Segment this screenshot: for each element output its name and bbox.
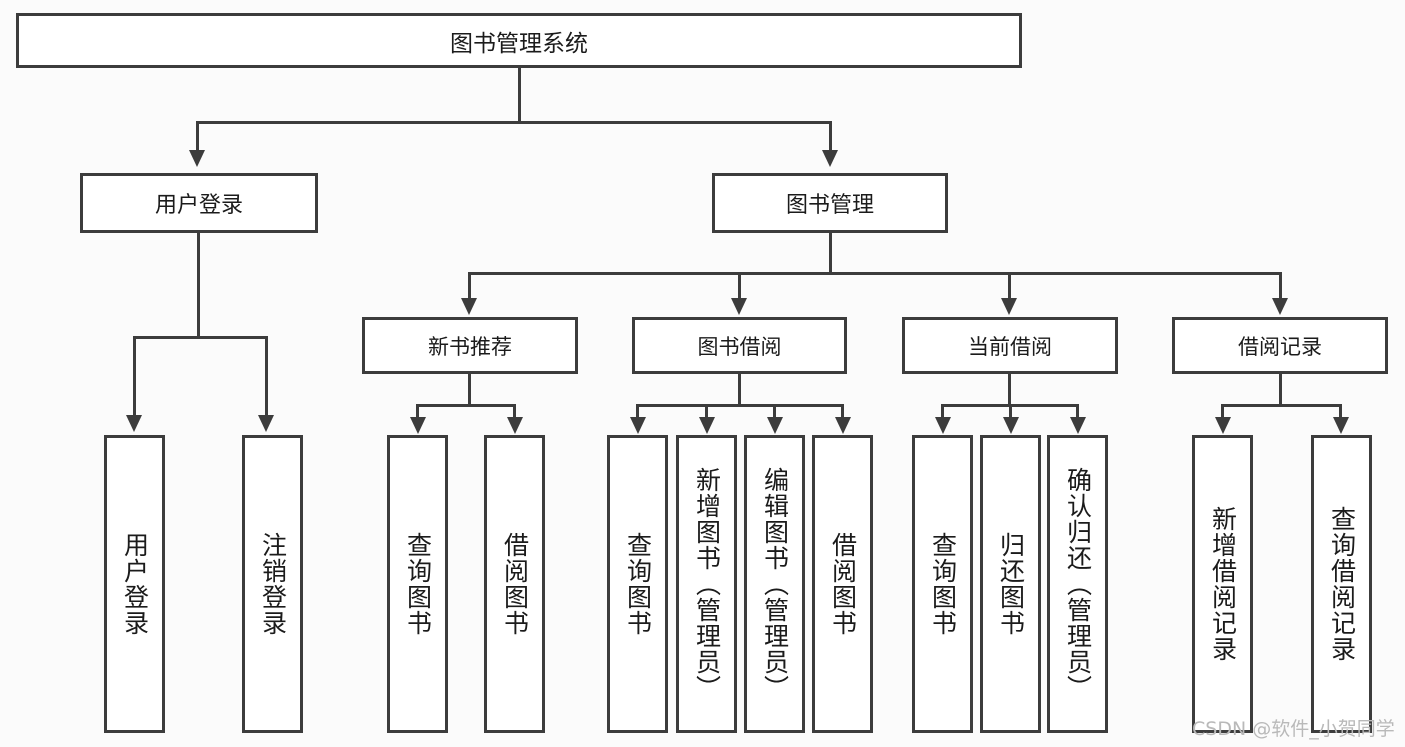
leaf-query-book-cb[interactable]: 查询图书 — [912, 435, 973, 733]
connector-bb-stem — [738, 374, 741, 405]
connector-cb-to-leaf-2 — [1009, 404, 1012, 418]
node-root-book-management-system[interactable]: 图书管理系统 — [16, 13, 1022, 68]
leaf-label: 新增图书（管理员） — [692, 467, 722, 701]
connector-cb-to-leaf-3 — [1076, 404, 1079, 418]
connector-user-login-bar — [133, 336, 268, 339]
leaf-label: 归还图书 — [996, 532, 1026, 636]
arrowhead-cb-leaf-3 — [1070, 417, 1086, 434]
arrowhead-bb-leaf-4 — [835, 417, 851, 434]
arrowhead-book-management — [822, 150, 838, 167]
connector-user-login-to-leaf-1 — [133, 336, 136, 416]
connector-br-stem — [1279, 374, 1282, 405]
connector-bm-to-new-book — [468, 272, 471, 299]
leaf-label: 用户登录 — [120, 532, 150, 636]
connector-cb-stem — [1008, 374, 1011, 405]
arrowhead-br-leaf-2 — [1333, 417, 1349, 434]
node-book-borrow[interactable]: 图书借阅 — [632, 317, 847, 374]
leaf-logout[interactable]: 注销登录 — [242, 435, 303, 733]
connector-root-to-book-management — [829, 121, 832, 151]
arrowhead-new-book-recommend — [461, 298, 477, 315]
leaf-label: 查询图书 — [403, 532, 433, 636]
leaf-return-book[interactable]: 归还图书 — [980, 435, 1041, 733]
connector-bb-to-leaf-2 — [705, 404, 708, 418]
leaf-label: 编辑图书（管理员） — [760, 467, 790, 701]
leaf-label: 查询借阅记录 — [1327, 506, 1357, 662]
connector-bm-to-book-borrow — [738, 272, 741, 299]
arrowhead-leaf-user-login — [126, 415, 142, 432]
arrowhead-leaf-logout — [258, 415, 274, 432]
leaf-label: 注销登录 — [258, 532, 288, 636]
arrowhead-bb-leaf-3 — [767, 417, 783, 434]
leaf-confirm-return-admin[interactable]: 确认归还（管理员） — [1047, 435, 1108, 733]
connector-book-management-stem — [829, 233, 832, 273]
leaf-label: 查询图书 — [928, 532, 958, 636]
connector-bb-to-leaf-3 — [773, 404, 776, 418]
connector-bm-to-borrow-record — [1279, 272, 1282, 299]
node-current-borrow[interactable]: 当前借阅 — [902, 317, 1118, 374]
leaf-query-book-bb[interactable]: 查询图书 — [607, 435, 668, 733]
arrowhead-user-login — [189, 150, 205, 167]
node-label: 借阅记录 — [1238, 334, 1322, 359]
leaf-label: 借阅图书 — [500, 532, 530, 636]
connector-root-to-user-login — [196, 121, 199, 151]
csdn-watermark: CSDN @软件_小贺同学 — [1192, 718, 1395, 740]
leaf-query-borrow-record[interactable]: 查询借阅记录 — [1311, 435, 1372, 733]
arrowhead-cb-leaf-1 — [935, 417, 951, 434]
arrowhead-br-leaf-1 — [1215, 417, 1231, 434]
node-label: 图书管理 — [785, 193, 874, 218]
leaf-borrow-book-nbr[interactable]: 借阅图书 — [484, 435, 545, 733]
connector-br-to-leaf-2 — [1339, 404, 1342, 418]
connector-nbr-stem — [468, 374, 471, 405]
node-label: 新书推荐 — [428, 334, 512, 359]
connector-bb-to-leaf-1 — [636, 404, 639, 418]
leaf-query-book-nbr[interactable]: 查询图书 — [387, 435, 448, 733]
arrowhead-book-borrow — [731, 298, 747, 315]
arrowhead-nbr-leaf-2 — [507, 417, 523, 434]
leaf-label: 新增借阅记录 — [1208, 506, 1238, 662]
connector-br-bar — [1221, 404, 1341, 407]
arrowhead-nbr-leaf-1 — [410, 417, 426, 434]
connector-user-login-to-leaf-2 — [265, 336, 268, 416]
leaf-add-borrow-record[interactable]: 新增借阅记录 — [1192, 435, 1253, 733]
arrowhead-bb-leaf-1 — [630, 417, 646, 434]
leaf-label: 确认归还（管理员） — [1063, 467, 1093, 701]
arrowhead-cb-leaf-2 — [1003, 417, 1019, 434]
node-new-book-recommend[interactable]: 新书推荐 — [362, 317, 578, 374]
connector-bb-to-leaf-4 — [841, 404, 844, 418]
connector-nbr-bar — [416, 404, 515, 407]
connector-book-management-bar — [468, 272, 1282, 275]
connector-user-login-stem — [197, 233, 200, 337]
leaf-borrow-book-bb[interactable]: 借阅图书 — [812, 435, 873, 733]
arrowhead-current-borrow — [1001, 298, 1017, 315]
leaf-label: 查询图书 — [623, 532, 653, 636]
node-user-login[interactable]: 用户登录 — [80, 173, 318, 233]
node-book-management[interactable]: 图书管理 — [712, 173, 948, 233]
node-borrow-record[interactable]: 借阅记录 — [1172, 317, 1388, 374]
connector-bm-to-current-borrow — [1008, 272, 1011, 299]
leaf-label: 借阅图书 — [828, 532, 858, 636]
connector-root-bar — [196, 121, 832, 124]
connector-nbr-to-leaf-2 — [513, 404, 516, 418]
leaf-edit-book-admin[interactable]: 编辑图书（管理员） — [744, 435, 805, 733]
arrowhead-bb-leaf-2 — [699, 417, 715, 434]
connector-br-to-leaf-1 — [1221, 404, 1224, 418]
node-label: 图书借阅 — [697, 334, 782, 359]
leaf-user-login[interactable]: 用户登录 — [104, 435, 165, 733]
connector-bb-bar — [636, 404, 843, 407]
node-label: 用户登录 — [154, 193, 243, 218]
node-label: 图书管理系统 — [450, 30, 588, 57]
connector-root-stem — [518, 68, 521, 122]
connector-cb-to-leaf-1 — [941, 404, 944, 418]
node-label: 当前借阅 — [968, 334, 1052, 359]
arrowhead-borrow-record — [1272, 298, 1288, 315]
connector-nbr-to-leaf-1 — [416, 404, 419, 418]
leaf-add-book-admin[interactable]: 新增图书（管理员） — [676, 435, 737, 733]
